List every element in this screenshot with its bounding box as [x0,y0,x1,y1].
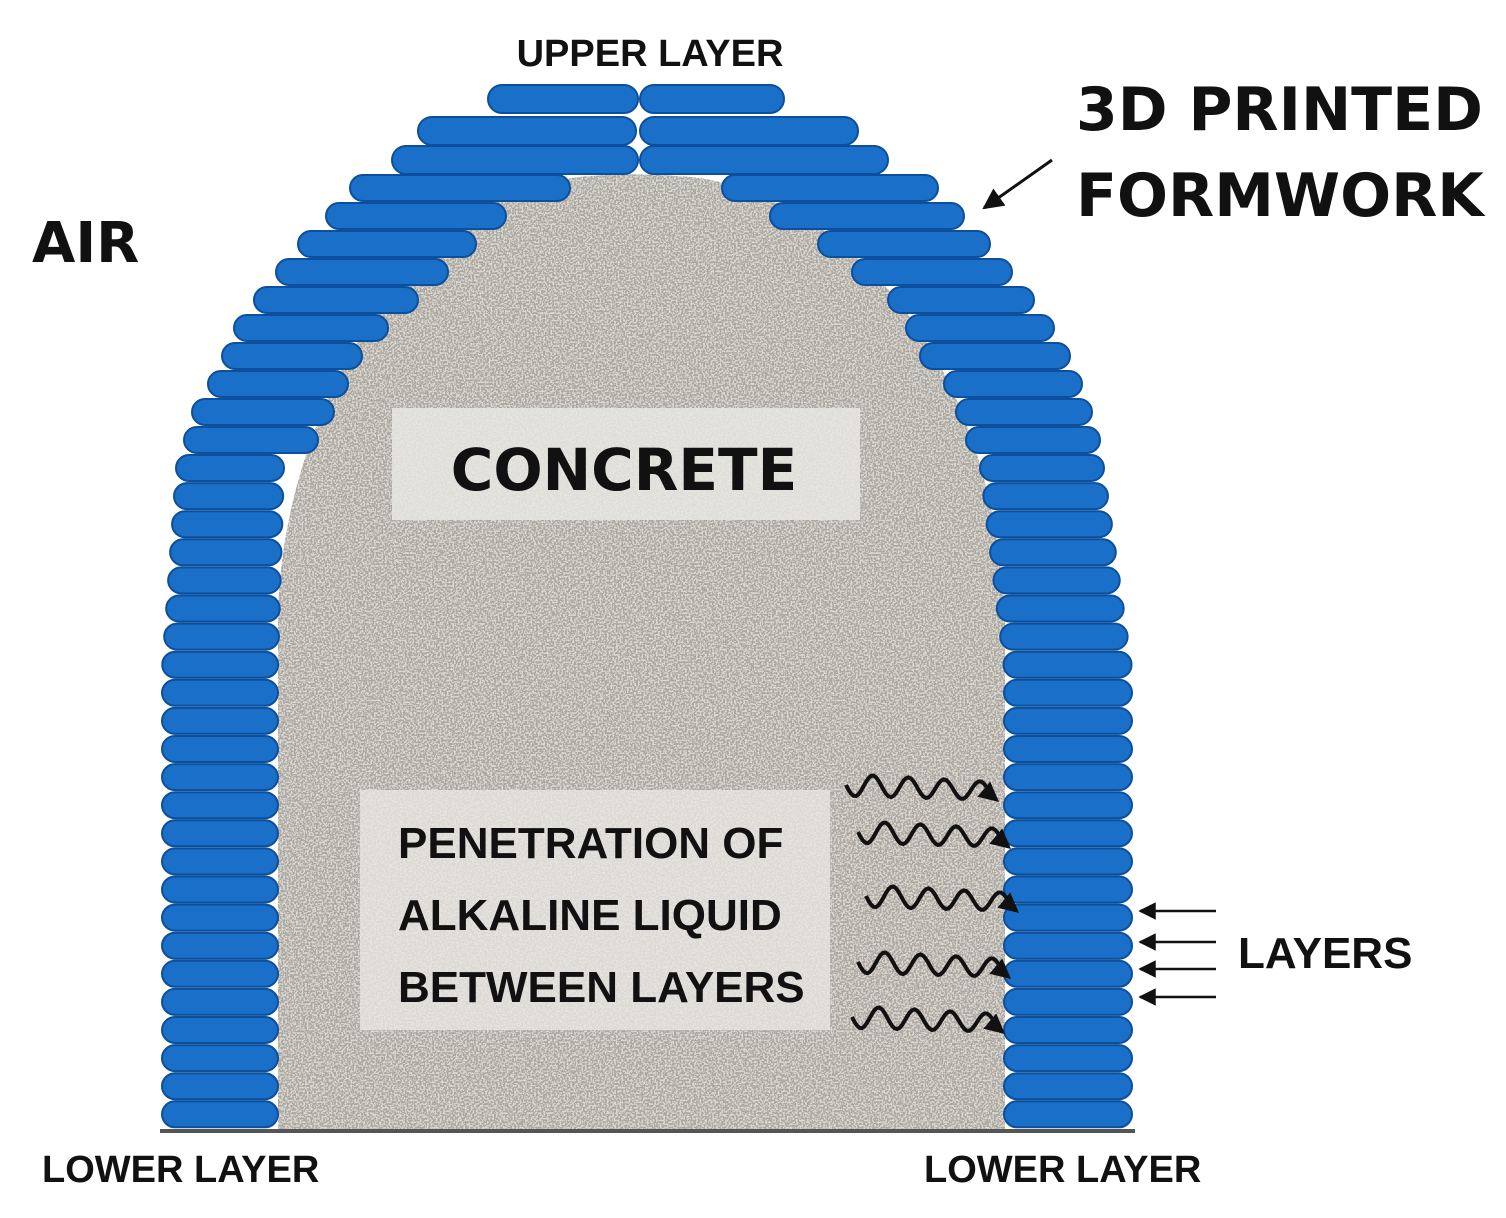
formwork-layer [161,1072,279,1101]
formwork-layer [982,482,1109,511]
penetration-label-line3: BETWEEN LAYERS [398,963,805,1012]
formwork-layer [979,454,1105,482]
layer-pointer-arrows [1138,902,1216,1006]
formwork-layer [161,678,279,707]
formwork-layer [161,1100,279,1129]
formwork-layer [487,84,639,114]
formwork-layer [1003,1044,1133,1073]
wavy-arrow-icon [850,1005,1006,1034]
upper-layer-label: UPPER LAYER [517,33,784,75]
layers-label: LAYERS [1238,929,1412,978]
formwork-layer [887,286,1035,314]
concrete-label-panel [392,408,860,520]
formwork-layer [1003,791,1133,820]
penetration-label-line2: ALKALINE LIQUID [398,891,782,940]
air-label: AIR [32,211,139,276]
formwork-layer [999,622,1129,651]
formwork-layer [992,566,1121,595]
formwork-layer [171,510,284,539]
formwork-layer [721,174,939,202]
formwork-layer [207,370,349,398]
formwork-layer [161,1044,279,1073]
wavy-arrow-icon [856,950,1012,979]
formwork-layer [1003,678,1133,707]
formwork-layer [1003,903,1133,932]
printed-formwork-title-line2: FORMWORK [1076,161,1486,231]
formwork-layer [161,650,280,679]
wavy-arrow-icon [844,773,1000,802]
formwork-layer [161,847,279,876]
printed-formwork-title-line1: 3D PRINTED [1076,75,1483,145]
formwork-layer [161,819,279,848]
formwork-layer [919,342,1071,370]
formwork-layer [417,116,637,146]
formwork-layer [325,202,507,230]
formwork-layer [851,258,1013,286]
formwork-layer [905,314,1055,342]
formwork-layer [169,538,283,567]
formwork-layer [167,566,282,595]
formwork-layer [1003,706,1133,735]
formwork-layer [161,735,279,763]
formwork-layer [1003,847,1133,876]
formwork-layer [1003,763,1133,792]
formwork-layer [965,426,1101,454]
formwork-layer [161,959,279,988]
wavy-arrow-icon [864,884,1020,913]
lower-layer-left-label: LOWER LAYER [42,1149,319,1191]
formwork-layer [297,230,477,258]
formwork-layer [955,398,1093,426]
formwork-layer [165,594,281,623]
formwork-layer [221,342,363,370]
formwork-layer [161,931,279,960]
formwork-layer [1003,1100,1133,1129]
penetration-label-line1: PENETRATION OF [398,819,783,868]
formwork-layer [183,426,319,454]
formwork-layer [161,1016,279,1044]
formwork-layer [161,706,279,735]
formwork-layer [1003,1072,1133,1101]
formwork-layer [1003,1016,1133,1044]
formwork-layer [639,145,889,175]
formwork-layer [233,314,389,342]
formwork-layer [639,116,859,146]
formwork-layer [173,482,285,511]
wavy-arrow-icon [856,820,1012,849]
formwork-layer [163,622,280,651]
formwork-layer [349,174,571,202]
arrow-pointer-icon [982,158,1053,210]
formwork-layer [995,594,1125,623]
formwork-layer [253,286,419,314]
formwork-layer [391,145,639,175]
formwork-layer [1003,875,1133,904]
formwork-layer [161,791,279,820]
penetration-arrows [844,773,1020,1034]
formwork-layer [1003,959,1133,988]
formwork-layer [175,454,285,482]
formwork-layer [817,230,991,258]
formwork-layer [161,903,279,932]
formwork-layer [769,202,965,230]
printed-formwork-layers [161,84,1133,1129]
formwork-layer [989,538,1117,567]
formwork-layer [1003,819,1133,848]
concrete-label: CONCRETE [451,436,797,504]
formwork-layer [943,370,1083,398]
formwork-layer [639,84,785,114]
formwork-layer [161,763,279,792]
formwork-layer [161,875,279,904]
formwork-layer [275,258,449,286]
lower-layer-right-label: LOWER LAYER [924,1149,1201,1191]
penetration-label-panel [360,790,830,1030]
formwork-layer [1003,735,1133,763]
formwork-layer [985,510,1113,539]
formwork-layer [1003,987,1133,1016]
formwork-layer [191,398,335,426]
formwork-layer [1003,931,1133,960]
formwork-layer [1002,650,1133,679]
formwork-layer [161,987,279,1016]
